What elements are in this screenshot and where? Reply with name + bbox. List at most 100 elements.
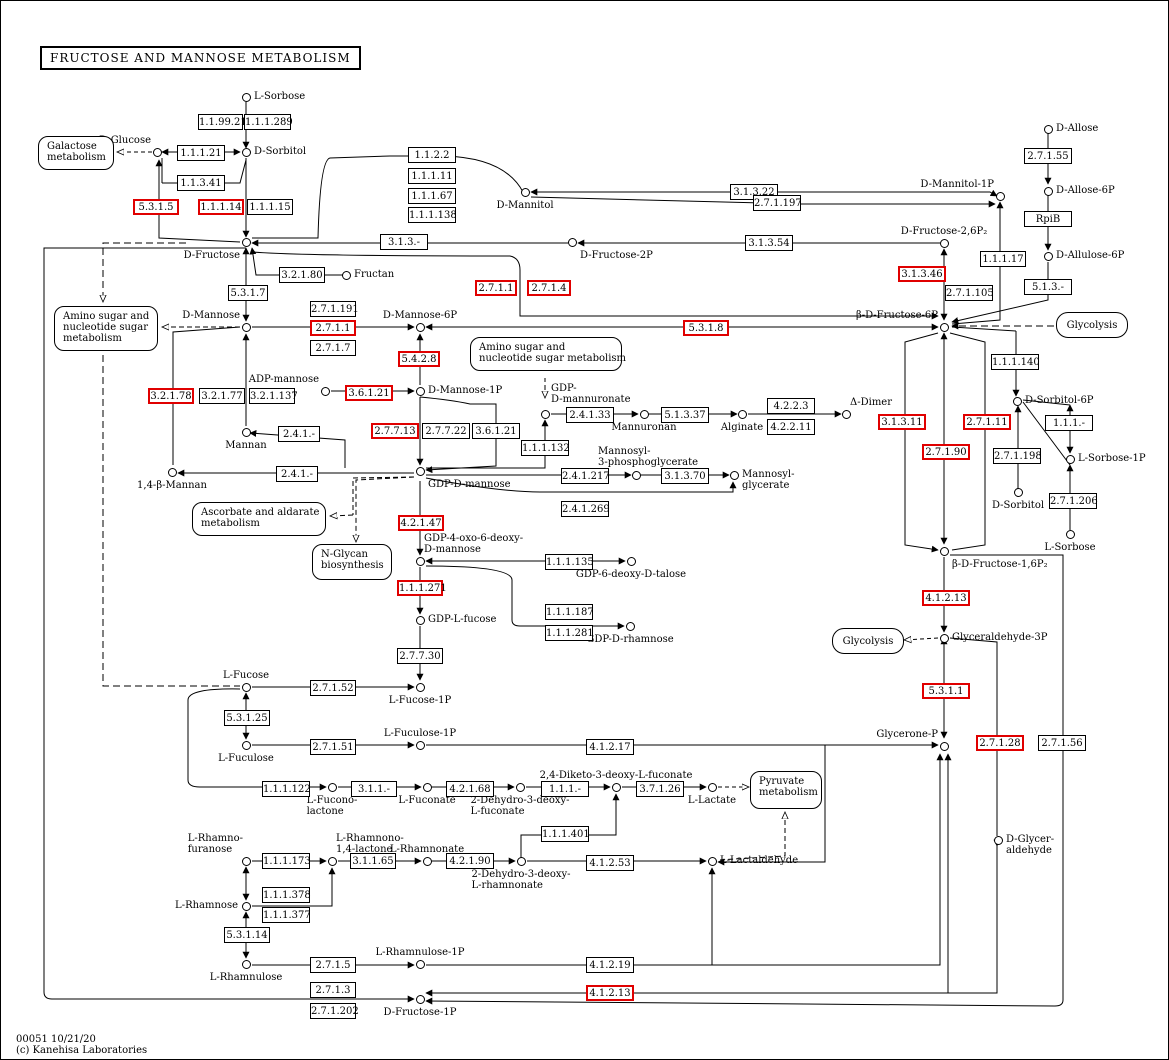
compound-node-alpha-d-glucose[interactable] [152, 147, 162, 157]
compound-node-gdp-6deoxy-talose[interactable] [626, 556, 636, 566]
compound-node-d-mannitol-1p[interactable] [995, 191, 1005, 201]
enzyme-box-e18[interactable]: 2.7.1.1 [475, 280, 517, 296]
enzyme-box-e2[interactable]: 1.1.1.289 [244, 114, 293, 130]
compound-node-l-fuconate[interactable] [422, 782, 432, 792]
compound-node-gdp-d-mannose[interactable] [415, 466, 425, 476]
enzyme-box-e23[interactable]: 5.3.1.8 [683, 320, 729, 336]
enzyme-box-e5[interactable]: 5.3.1.5 [133, 199, 179, 215]
enzyme-box-e83[interactable]: 4.1.2.13 [922, 590, 970, 606]
enzyme-box-e14[interactable]: 3.1.3.- [380, 234, 428, 250]
compound-node-mannosyl-3pg[interactable] [631, 470, 641, 480]
enzyme-box-e16[interactable]: 3.2.1.80 [279, 267, 325, 283]
enzyme-box-e77[interactable]: 1.1.1.- [1045, 415, 1093, 431]
enzyme-box-e29[interactable]: 2.4.1.33 [566, 407, 614, 423]
compound-node-diketo-fuconate[interactable] [611, 782, 621, 792]
enzyme-box-e66[interactable]: 4.1.2.19 [586, 957, 634, 973]
compound-node-alginate[interactable] [737, 409, 747, 419]
enzyme-box-e27[interactable]: 3.2.1.137 [249, 388, 298, 404]
compound-node-d-sorbitol-right[interactable] [1013, 487, 1023, 497]
enzyme-box-e6[interactable]: 1.1.1.14 [198, 199, 244, 215]
enzyme-box-e35[interactable]: 2.7.7.22 [422, 423, 470, 439]
enzyme-box-e37[interactable]: 1.1.1.132 [521, 440, 570, 456]
compound-node-gdp-4oxo[interactable] [415, 556, 425, 566]
compound-node-d-fructose[interactable] [241, 237, 251, 247]
map-link-amino-sugar-left[interactable]: Amino sugar and nucleotide sugar metabol… [54, 306, 158, 351]
compound-node-l-lactate[interactable] [707, 782, 717, 792]
enzyme-box-e49[interactable]: 5.3.1.25 [224, 710, 270, 726]
enzyme-box-e79[interactable]: 2.7.1.90 [922, 444, 970, 460]
enzyme-box-e30[interactable]: 5.1.3.37 [661, 407, 709, 423]
enzyme-box-e40[interactable]: 3.1.3.70 [661, 468, 709, 484]
enzyme-box-e72[interactable]: 5.1.3.- [1024, 279, 1072, 295]
compound-node-l-rhamnono-lactone[interactable] [327, 856, 337, 866]
compound-node-d-fructose-1p[interactable] [415, 994, 425, 1004]
compound-node-l-lactaldehyde[interactable] [707, 856, 717, 866]
map-link-glycolysis-mid[interactable]: Glycolysis [832, 628, 904, 654]
enzyme-box-e17[interactable]: 5.3.1.7 [228, 285, 268, 301]
compound-node-l-fuculose-1p[interactable] [415, 740, 425, 750]
enzyme-box-e65[interactable]: 2.7.1.5 [310, 957, 356, 973]
compound-node-d-mannitol[interactable] [520, 187, 530, 197]
compound-node-gdp-d-mannuronate[interactable] [540, 409, 550, 419]
compound-node-l-rhamnulose[interactable] [241, 959, 251, 969]
compound-node-d-mannose[interactable] [241, 322, 251, 332]
compound-node-l-rhamnose[interactable] [241, 901, 251, 911]
compound-node-d-glyceraldehyde[interactable] [993, 835, 1003, 845]
compound-node-gdp-d-rhamnose[interactable] [625, 621, 635, 631]
enzyme-box-e32[interactable]: 4.2.2.11 [767, 419, 815, 435]
compound-node-dehydro-rhamnonate[interactable] [516, 856, 526, 866]
enzyme-box-e54[interactable]: 4.2.1.68 [446, 781, 494, 797]
compound-node-d-allose-6p[interactable] [1043, 186, 1053, 196]
enzyme-box-e62[interactable]: 1.1.1.378 [262, 887, 311, 903]
compound-node-d-sorbitol-top[interactable] [241, 147, 251, 157]
enzyme-box-e20[interactable]: 2.7.1.191 [310, 301, 359, 317]
compound-node-d-allose[interactable] [1043, 124, 1053, 134]
compound-node-l-sorbose-1p[interactable] [1065, 454, 1075, 464]
enzyme-box-e24[interactable]: 5.4.2.8 [398, 351, 440, 367]
enzyme-box-e64[interactable]: 5.3.1.14 [224, 927, 270, 943]
enzyme-box-e9[interactable]: 1.1.1.11 [408, 168, 456, 184]
enzyme-box-e1[interactable]: 1.1.99.21 [198, 114, 247, 130]
enzyme-box-e55[interactable]: 1.1.1.- [541, 781, 589, 797]
enzyme-box-e58[interactable]: 1.1.1.173 [262, 853, 311, 869]
enzyme-box-e38[interactable]: 2.4.1.- [276, 466, 318, 482]
compound-node-l-fucono-lactone[interactable] [327, 782, 337, 792]
enzyme-box-e44[interactable]: 1.1.1.271 [397, 580, 447, 596]
enzyme-box-e8[interactable]: 1.1.2.2 [408, 147, 456, 163]
enzyme-box-e39[interactable]: 2.4.1.217 [561, 468, 610, 484]
compound-node-glyceraldehyde-3p[interactable] [939, 633, 949, 643]
enzyme-box-e78[interactable]: 3.1.3.11 [878, 414, 926, 430]
compound-node-beta-d-fructose-6p[interactable] [939, 322, 949, 332]
enzyme-box-e42[interactable]: 4.2.1.47 [398, 515, 444, 531]
compound-node-adp-mannose[interactable] [320, 386, 330, 396]
compound-node-l-fucose[interactable] [241, 682, 251, 692]
enzyme-box-e31[interactable]: 4.2.2.3 [767, 398, 815, 414]
map-link-amino-sugar-mid[interactable]: Amino sugar and nucleotide sugar metabol… [470, 337, 626, 371]
compound-node-l-sorbose-right[interactable] [1065, 529, 1075, 539]
enzyme-box-e19[interactable]: 2.7.1.4 [527, 280, 571, 296]
enzyme-box-e73[interactable]: 1.1.1.17 [980, 251, 1026, 267]
enzyme-box-e3[interactable]: 1.1.1.21 [177, 145, 225, 161]
enzyme-box-e34[interactable]: 2.7.7.13 [371, 423, 419, 439]
enzyme-box-e63[interactable]: 1.1.1.377 [262, 907, 311, 923]
compound-node-delta-dimer[interactable] [841, 409, 851, 419]
enzyme-box-e10[interactable]: 1.1.1.67 [408, 188, 456, 204]
compound-node-beta-mannan[interactable] [167, 467, 177, 477]
enzyme-box-e86[interactable]: 2.7.1.56 [1038, 735, 1086, 751]
compound-node-gdp-l-fucose[interactable] [415, 615, 425, 625]
enzyme-box-e28[interactable]: 3.6.1.21 [345, 385, 393, 401]
compound-node-l-rhamnulose-1p[interactable] [415, 959, 425, 969]
compound-node-l-rhamnofuranose[interactable] [241, 856, 251, 866]
enzyme-box-e56[interactable]: 3.7.1.26 [636, 781, 684, 797]
enzyme-box-e68[interactable]: 2.7.1.202 [310, 1003, 359, 1019]
compound-node-d-mannose-1p[interactable] [415, 386, 425, 396]
enzyme-box-e43[interactable]: 1.1.1.135 [545, 554, 594, 570]
enzyme-box-e71[interactable]: RpiB [1024, 211, 1072, 227]
enzyme-box-e82[interactable]: 2.7.1.206 [1049, 493, 1098, 509]
enzyme-box-e61[interactable]: 4.1.2.53 [586, 855, 634, 871]
enzyme-box-e59[interactable]: 3.1.1.65 [350, 853, 396, 869]
enzyme-box-e69[interactable]: 4.1.2.13 [586, 985, 634, 1001]
compound-node-l-fucose-1p[interactable] [415, 682, 425, 692]
compound-node-glycerone-p[interactable] [939, 741, 949, 751]
enzyme-box-e84[interactable]: 5.3.1.1 [922, 683, 970, 699]
